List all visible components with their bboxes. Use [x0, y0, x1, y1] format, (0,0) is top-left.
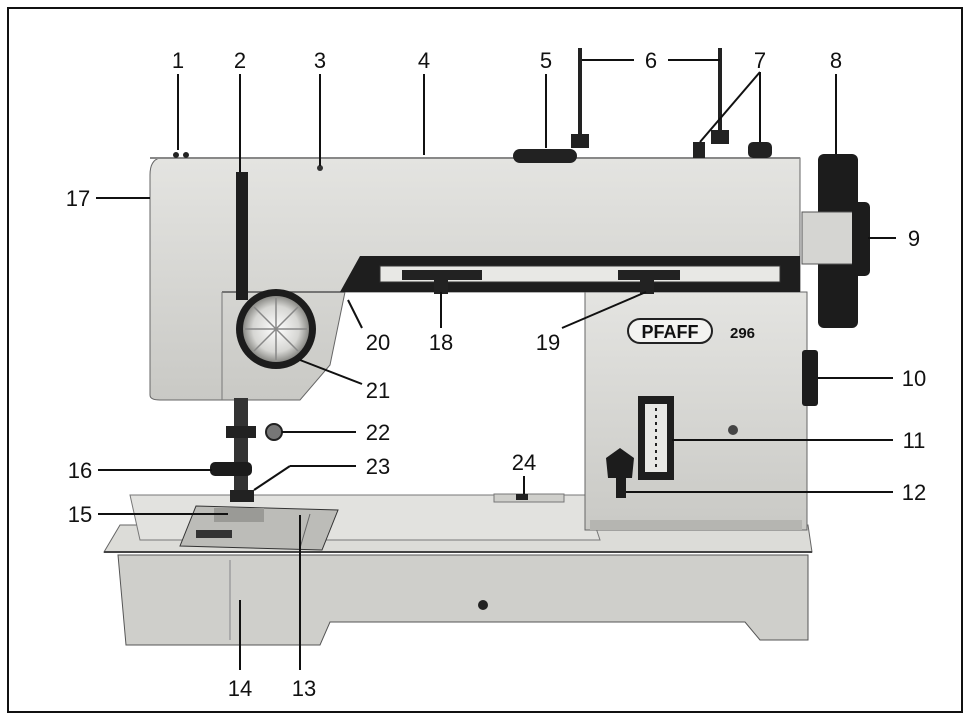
callout-11: 11 — [903, 428, 926, 453]
callout-3: 3 — [314, 48, 326, 73]
presser-bar — [236, 172, 248, 300]
callout-4: 4 — [418, 48, 430, 73]
main-switch — [802, 350, 818, 406]
bobbin-winder — [748, 142, 772, 158]
callout-21: 21 — [366, 378, 390, 403]
needle-position-lever — [618, 270, 680, 280]
model-number: 296 — [730, 325, 755, 342]
leader-lines — [96, 59, 896, 670]
stitch-width-lever — [402, 270, 482, 280]
callout-2: 2 — [234, 48, 246, 73]
callout-16: 16 — [68, 458, 92, 483]
callout-numbers: 1 2 3 4 5 6 7 8 9 10 11 12 13 14 15 16 1… — [66, 48, 926, 701]
presser-foot — [230, 490, 254, 502]
callout-12: 12 — [902, 480, 926, 505]
callout-22: 22 — [366, 420, 390, 445]
base-screw — [478, 600, 488, 610]
callout-24: 24 — [512, 450, 536, 475]
thread-tension-disc — [513, 149, 577, 163]
callout-17: 17 — [66, 186, 90, 211]
sewing-machine-drawing: PFAFF 296 — [103, 48, 870, 646]
presser-foot-lever — [210, 462, 252, 476]
callout-6: 6 — [645, 48, 657, 73]
callout-7: 7 — [754, 48, 766, 73]
callout-20: 20 — [366, 330, 390, 355]
machine-base — [117, 554, 809, 646]
stop-motion-knob — [852, 202, 870, 276]
callout-15: 15 — [68, 502, 92, 527]
brand-badge — [627, 318, 713, 344]
callout-8: 8 — [830, 48, 842, 73]
callout-19: 19 — [536, 330, 560, 355]
brand-name: PFAFF — [642, 322, 699, 342]
callout-10: 10 — [902, 366, 926, 391]
callout-1: 1 — [172, 48, 184, 73]
darning-plate-indicator — [493, 493, 565, 503]
callout-18: 18 — [429, 330, 453, 355]
callout-5: 5 — [540, 48, 552, 73]
callout-14: 14 — [228, 676, 252, 701]
needle-plate — [214, 508, 264, 522]
callout-23: 23 — [366, 454, 390, 479]
callout-9: 9 — [908, 226, 920, 251]
needle-clamp-screw — [265, 423, 283, 441]
callout-13: 13 — [292, 676, 316, 701]
reverse-lever — [606, 448, 634, 498]
